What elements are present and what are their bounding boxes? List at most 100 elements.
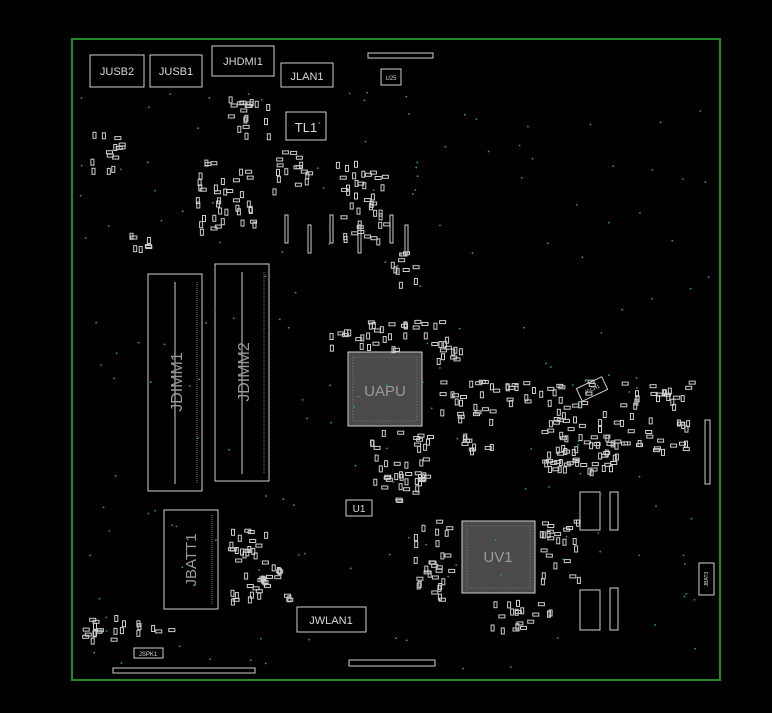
smd-part: [548, 609, 553, 617]
jspk1-connector[interactable]: JSPK1: [133, 647, 164, 659]
via: [693, 599, 696, 601]
jwlan1-connector[interactable]: JWLAN1: [296, 606, 367, 633]
smd-part: [266, 133, 271, 141]
u1-chip[interactable]: U1: [345, 499, 373, 517]
smd-part: [514, 384, 519, 391]
smd-part: [601, 465, 606, 472]
smd-part: [92, 619, 100, 624]
smd-part: [612, 454, 617, 462]
jspk1-label: JSPK1: [139, 652, 158, 658]
jbatt1-label: JBATT1: [183, 533, 200, 586]
tl1-transformer[interactable]: TL1: [285, 111, 327, 141]
jdimm1-slot[interactable]: JDIMM1: [147, 273, 203, 492]
smd-part: [245, 103, 253, 108]
via: [650, 297, 653, 300]
smd-part: [243, 116, 248, 124]
smd-part: [243, 548, 251, 553]
via: [524, 488, 527, 490]
smd-part: [91, 167, 96, 175]
smd-part: [441, 353, 445, 361]
smd-part: [245, 169, 253, 174]
smd-part: [541, 572, 546, 580]
uv1-chip[interactable]: UV1: [461, 520, 536, 594]
via: [154, 189, 156, 192]
smd-part: [514, 608, 519, 616]
smd-part: [414, 541, 419, 549]
via: [308, 638, 310, 641]
smd-part: [578, 423, 586, 428]
smd-part: [472, 443, 477, 451]
smd-part: [438, 341, 443, 349]
smd-part: [378, 213, 383, 221]
uapu-chip[interactable]: UAPU: [347, 351, 423, 427]
smd-part: [444, 529, 449, 537]
via: [395, 637, 397, 640]
smd-part: [490, 383, 494, 391]
via: [575, 204, 578, 206]
smd-part: [393, 461, 401, 466]
via: [659, 121, 662, 124]
smd-part: [122, 620, 126, 628]
smd-part: [344, 329, 349, 337]
smd-part: [404, 461, 409, 469]
via: [577, 440, 580, 442]
smd-part: [155, 629, 163, 634]
smd-part: [383, 222, 391, 227]
smd-part: [468, 447, 476, 452]
via: [231, 117, 233, 120]
smd-part: [378, 209, 383, 217]
via: [215, 539, 217, 541]
smd-part: [646, 434, 654, 439]
jusb2-connector[interactable]: JUSB2: [89, 54, 145, 88]
via: [120, 662, 123, 664]
smd-part: [635, 390, 639, 398]
smd-part: [558, 459, 563, 466]
jbat3-connector[interactable]: JBAT3: [698, 562, 715, 596]
smd-part: [479, 391, 484, 399]
via: [571, 384, 574, 386]
u25-label: U25: [385, 76, 397, 82]
via: [113, 377, 115, 380]
smd-part: [440, 380, 448, 385]
smd-part: [229, 541, 234, 549]
smd-part: [493, 601, 498, 609]
jbatt1-connector[interactable]: JBATT1: [163, 509, 219, 610]
smd-part: [562, 538, 567, 546]
smd-part: [537, 602, 545, 607]
right-edge-connector: [704, 419, 711, 485]
via: [683, 563, 686, 565]
via: [160, 219, 163, 222]
smd-part: [246, 101, 254, 106]
via: [100, 364, 103, 366]
via: [494, 539, 497, 541]
via: [384, 261, 387, 264]
smd-part: [232, 597, 240, 602]
smd-part: [115, 145, 123, 150]
via: [628, 391, 631, 393]
smd-part: [264, 531, 269, 539]
via: [520, 177, 523, 179]
smd-part: [547, 399, 552, 407]
smd-part: [257, 592, 262, 600]
smd-part: [347, 329, 352, 337]
smd-part: [635, 395, 640, 403]
u25-chip[interactable]: U25: [380, 68, 402, 86]
smd-part: [431, 563, 439, 568]
smd-part: [370, 439, 375, 447]
smd-part: [119, 627, 124, 635]
jlan1-connector[interactable]: JLAN1: [280, 62, 334, 88]
via: [527, 125, 529, 128]
jusb1-connector[interactable]: JUSB1: [149, 54, 203, 88]
jhdmi1-connector[interactable]: JHDMI1: [211, 45, 275, 77]
smd-part: [554, 532, 562, 537]
smd-part: [621, 381, 629, 386]
smd-part: [244, 528, 252, 533]
smd-part: [670, 443, 678, 448]
smd-part: [403, 332, 408, 340]
jdimm2-slot[interactable]: JDIMM2: [214, 263, 270, 482]
smd-part: [621, 441, 628, 446]
smd-part: [469, 380, 474, 388]
smd-part: [274, 575, 282, 580]
via: [562, 558, 565, 560]
via: [530, 448, 533, 450]
